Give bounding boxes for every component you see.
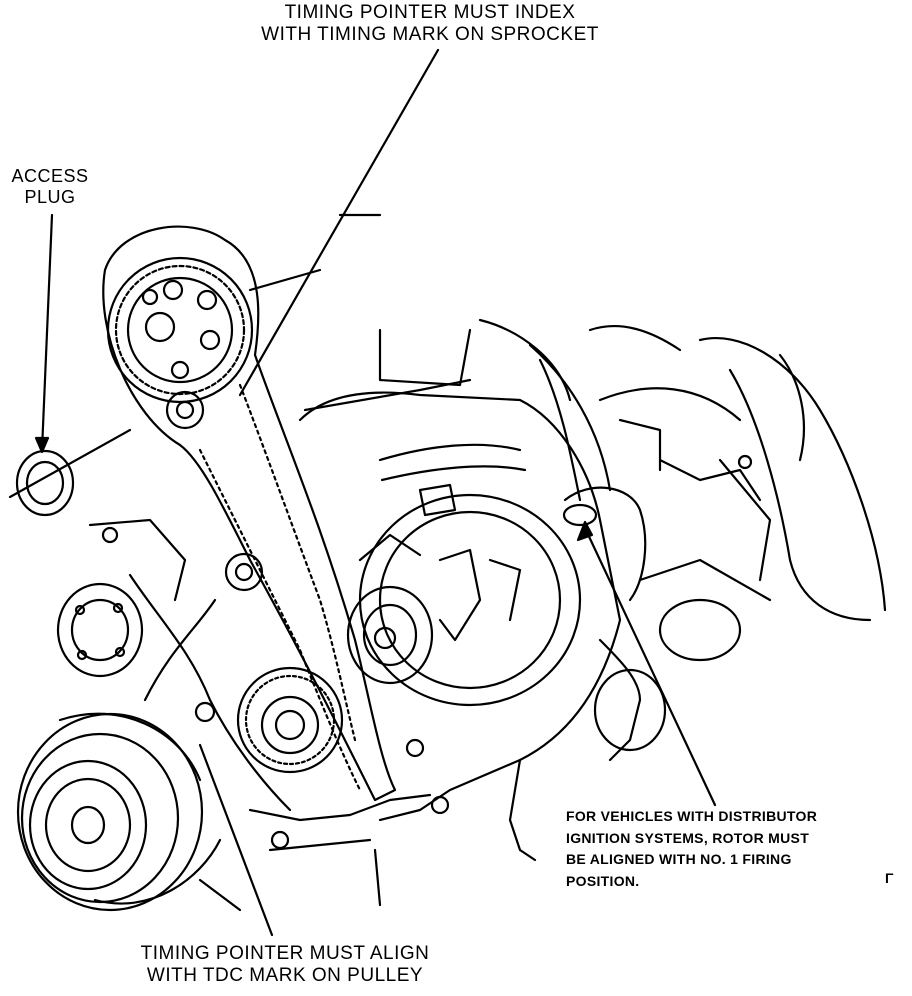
leader-line-access-plug	[40, 213, 54, 452]
callout-distributor-note: FOR VEHICLES WITH DISTRIBUTOR IGNITION S…	[566, 808, 818, 890]
callout-timing-pointer-pulley: TIMING POINTER MUST ALIGN WITH TDC MARK …	[140, 943, 430, 986]
camshaft-sprocket	[106, 256, 254, 430]
corner-mark: Γ	[885, 870, 894, 886]
crankshaft-sprocket	[236, 666, 344, 774]
callout-access-plug: ACCESS PLUG	[11, 166, 89, 207]
belt-tensioner	[224, 552, 264, 592]
distributor	[508, 343, 667, 862]
leader-line-pulley	[198, 743, 274, 937]
leader-arrow-distributor	[576, 520, 594, 542]
leader-line-sprocket	[238, 48, 440, 397]
timing-belt	[102, 225, 397, 802]
leader-arrow-access-plug	[34, 436, 50, 454]
engine-block	[298, 391, 622, 822]
water-pump	[56, 518, 187, 678]
engine-accessories-right	[588, 325, 887, 662]
access-plug-icon	[8, 428, 132, 517]
lower-bracket	[194, 701, 450, 912]
callout-timing-pointer-sprocket: TIMING POINTER MUST INDEX WITH TIMING MA…	[261, 2, 599, 45]
leader-line-distributor	[583, 526, 717, 807]
timing-belt-teeth	[198, 448, 362, 792]
crank-pulley	[16, 712, 222, 912]
alternator	[346, 483, 582, 707]
